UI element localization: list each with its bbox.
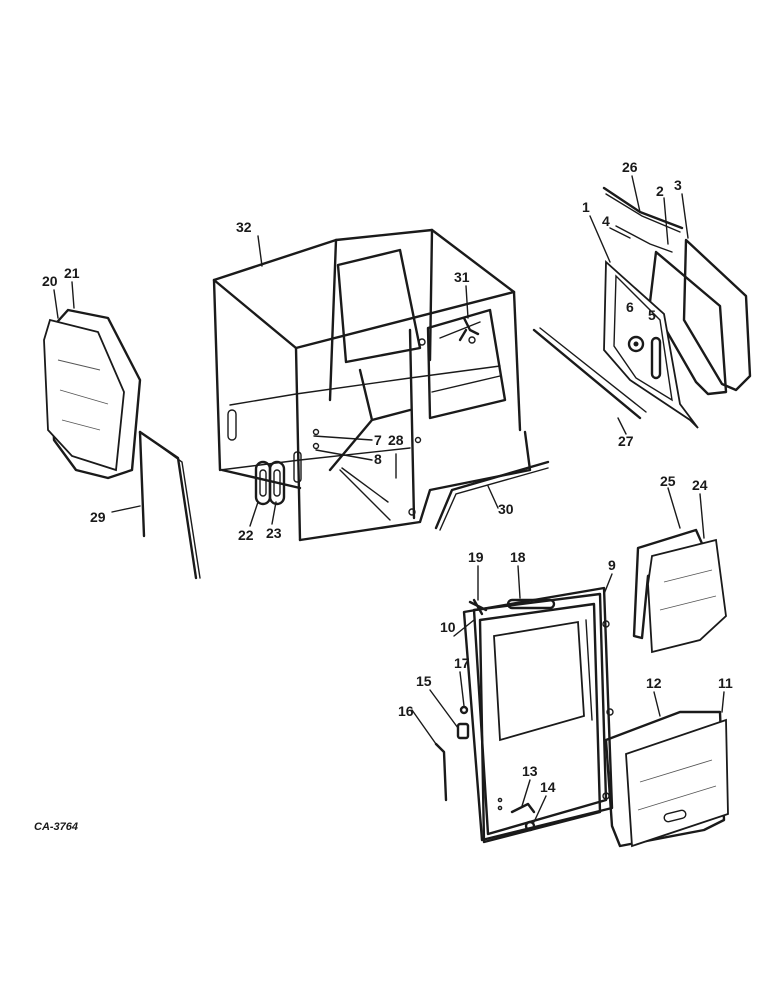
callout-22: 22 — [238, 527, 254, 543]
callout-24: 24 — [692, 477, 708, 493]
lower-window-assembly — [604, 710, 729, 848]
callout-12: 12 — [646, 675, 662, 691]
latch-part — [458, 316, 480, 342]
door-top-parts — [468, 598, 556, 616]
strip-27 — [532, 327, 647, 420]
figure-code: CA-3764 — [34, 821, 78, 833]
callout-27: 27 — [618, 433, 634, 449]
left-window-assembly — [43, 308, 142, 480]
callout-28: 28 — [388, 432, 404, 448]
callout-15: 15 — [416, 673, 432, 689]
door-latch — [510, 802, 536, 832]
callout-19: 19 — [468, 549, 484, 565]
callout-25: 25 — [660, 473, 676, 489]
callout-21: 21 — [64, 265, 80, 281]
door-handle-parts — [434, 705, 470, 802]
rear-window-assembly — [602, 186, 752, 429]
cab-frame — [212, 228, 532, 542]
door-assembly — [462, 586, 614, 844]
callout-26: 26 — [622, 159, 638, 175]
weatherstrip-29 — [138, 430, 201, 580]
small-window-assembly — [632, 528, 727, 654]
callout-17: 17 — [454, 655, 470, 671]
callout-23: 23 — [266, 525, 282, 541]
callout-30: 30 — [498, 501, 514, 517]
fender-trim — [434, 460, 550, 531]
callout-7: 7 — [374, 432, 382, 448]
callout-29: 29 — [90, 509, 106, 525]
callout-13: 13 — [522, 763, 538, 779]
leader-lines — [53, 175, 725, 823]
callout-3: 3 — [674, 177, 682, 193]
callout-1: 1 — [582, 199, 590, 215]
callout-16: 16 — [398, 703, 414, 719]
callout-2: 2 — [656, 183, 664, 199]
callout-11: 11 — [718, 675, 733, 691]
callout-labels: 32 31 7 28 8 22 23 20 21 29 30 26 3 2 1 … — [42, 159, 733, 795]
callout-14: 14 — [540, 779, 556, 795]
callout-20: 20 — [42, 273, 58, 289]
callout-32: 32 — [236, 219, 252, 235]
callout-9: 9 — [608, 557, 616, 573]
callout-8: 8 — [374, 451, 382, 467]
callout-4: 4 — [602, 213, 610, 229]
callout-6: 6 — [626, 299, 634, 315]
grommet-parts — [254, 460, 286, 506]
callout-10: 10 — [440, 619, 456, 635]
callout-5: 5 — [648, 307, 656, 323]
callout-31: 31 — [454, 269, 470, 285]
callout-18: 18 — [510, 549, 526, 565]
